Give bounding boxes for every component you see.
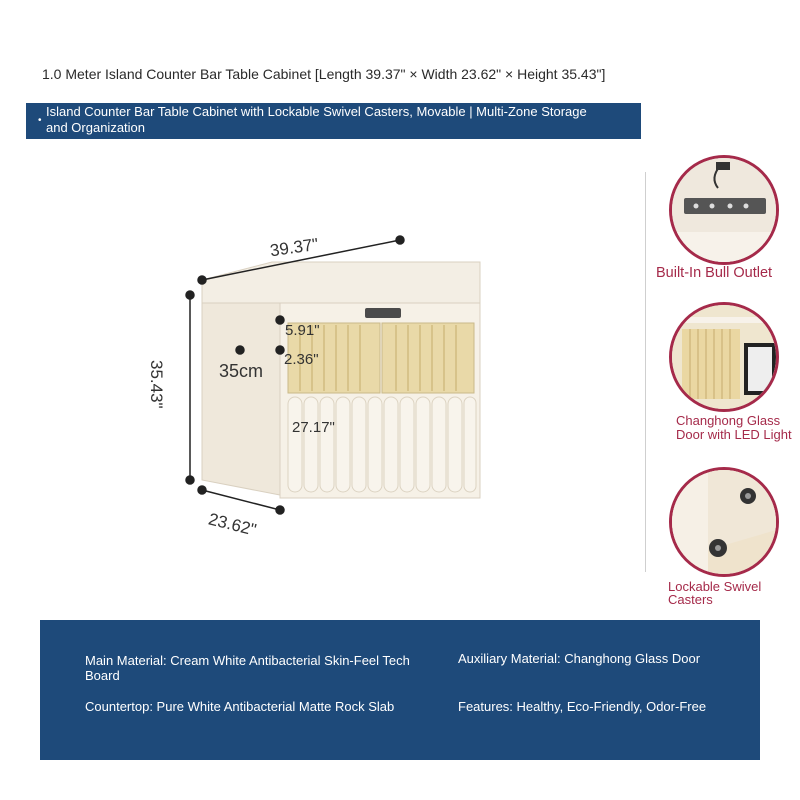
glass-door-icon	[672, 305, 776, 409]
divider	[645, 172, 646, 572]
page-title: 1.0 Meter Island Counter Bar Table Cabin…	[42, 66, 606, 82]
banner-text: Island Counter Bar Table Cabinet with Lo…	[46, 104, 587, 135]
spec-countertop: Countertop: Pure White Antibacterial Mat…	[85, 699, 395, 714]
depth-cm-label: 35cm	[219, 361, 264, 381]
subtitle-banner: • Island Counter Bar Table Cabinet with …	[26, 103, 641, 139]
inner-height-label: 27.17"	[292, 419, 335, 436]
cabinet-illustration	[185, 235, 481, 515]
feature-caption-casters: Lockable Swivel Casters	[668, 579, 762, 607]
height-dimension-label: 35.43"	[147, 360, 166, 409]
feature-caption-glass-door: Changhong Glass Door with LED Light	[676, 413, 792, 442]
gap-dimension-label: 2.36"	[284, 351, 319, 368]
feature-caption-outlet: Built-In Bull Outlet	[656, 265, 773, 281]
casters-feature-image	[669, 467, 779, 577]
power-outlet-icon	[672, 158, 776, 262]
banner-bullet: •	[38, 115, 42, 126]
specs-panel: Main Material: Cream White Antibacterial…	[40, 620, 760, 760]
caster-wheel-icon	[672, 470, 776, 574]
top-thickness-label: 5.91"	[285, 322, 320, 339]
outlet-feature-image	[669, 155, 779, 265]
spec-features: Features: Healthy, Eco-Friendly, Odor-Fr…	[458, 699, 707, 714]
glass-door-feature-image	[669, 302, 779, 412]
spec-auxiliary-material: Auxiliary Material: Changhong Glass Door	[458, 651, 701, 666]
spec-main-material: Main Material: Cream White Antibacterial…	[85, 653, 410, 683]
